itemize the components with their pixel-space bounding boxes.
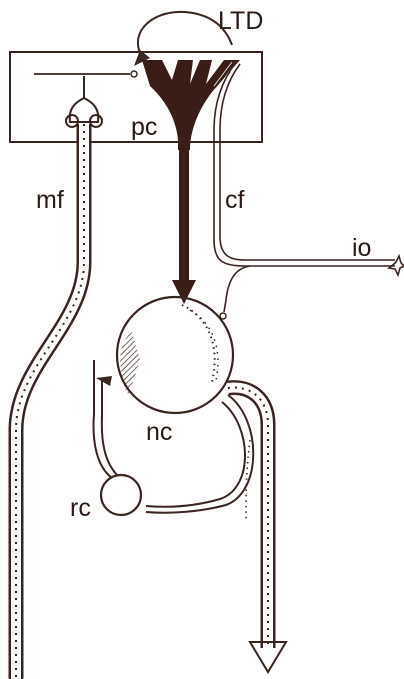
label-cf: cf — [225, 186, 245, 214]
label-pc: pc — [131, 113, 157, 141]
inferior-olive-cell — [389, 256, 404, 275]
nuclear-cell — [117, 297, 233, 413]
mossy-fiber-rosette — [66, 76, 102, 127]
label-mf: mf — [36, 186, 64, 214]
label-io: io — [352, 234, 371, 262]
label-nc: nc — [146, 418, 172, 446]
label-ltd: LTD — [218, 7, 263, 35]
label-rc: rc — [70, 494, 91, 522]
reticular-cell — [101, 475, 141, 515]
purkinje-cell — [142, 60, 240, 304]
nuclear-efferent-axon — [228, 388, 268, 648]
parallel-fiber-synapse — [131, 71, 137, 77]
